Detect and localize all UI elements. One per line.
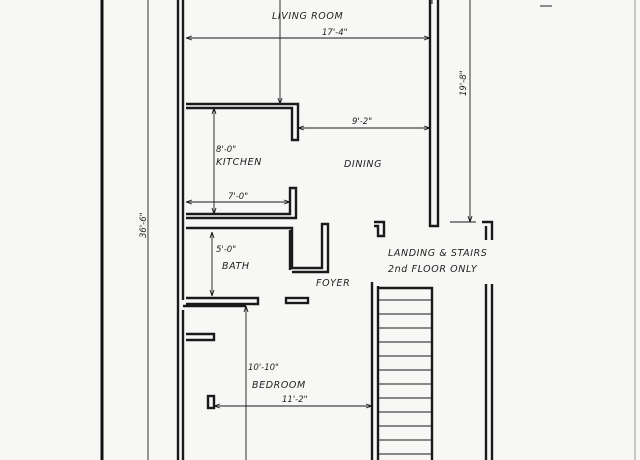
walls xyxy=(176,0,494,460)
bedroom-label: BEDROOM xyxy=(252,380,306,391)
bedroom-width-dim: 11'-2" xyxy=(282,395,308,405)
bath-depth-dim: 5'-0" xyxy=(216,245,236,255)
stairs xyxy=(370,282,494,460)
living-room-label: LIVING ROOM xyxy=(272,11,343,22)
landing-label-line2: 2nd FLOOR ONLY xyxy=(388,264,478,275)
bedroom-depth-dim: 10'-10" xyxy=(248,363,279,373)
living-width-dim: 17'-4" xyxy=(322,28,348,38)
kitchen-depth-dim: 8'-0" xyxy=(216,145,236,155)
kitchen-width-dim: 7'-0" xyxy=(228,192,248,202)
dining-label: DINING xyxy=(344,159,382,170)
overall-length-dim: 36'-6" xyxy=(139,212,149,238)
landing-label-line1: LANDING & STAIRS xyxy=(388,248,487,259)
kitchen-label: KITCHEN xyxy=(216,157,262,168)
foyer-label: FOYER xyxy=(316,278,350,289)
living-depth-dim: 19'-8" xyxy=(459,70,469,96)
bath-label: BATH xyxy=(222,261,250,272)
dining-width-dim: 9'-2" xyxy=(352,117,372,127)
dimension-lines xyxy=(147,0,476,460)
